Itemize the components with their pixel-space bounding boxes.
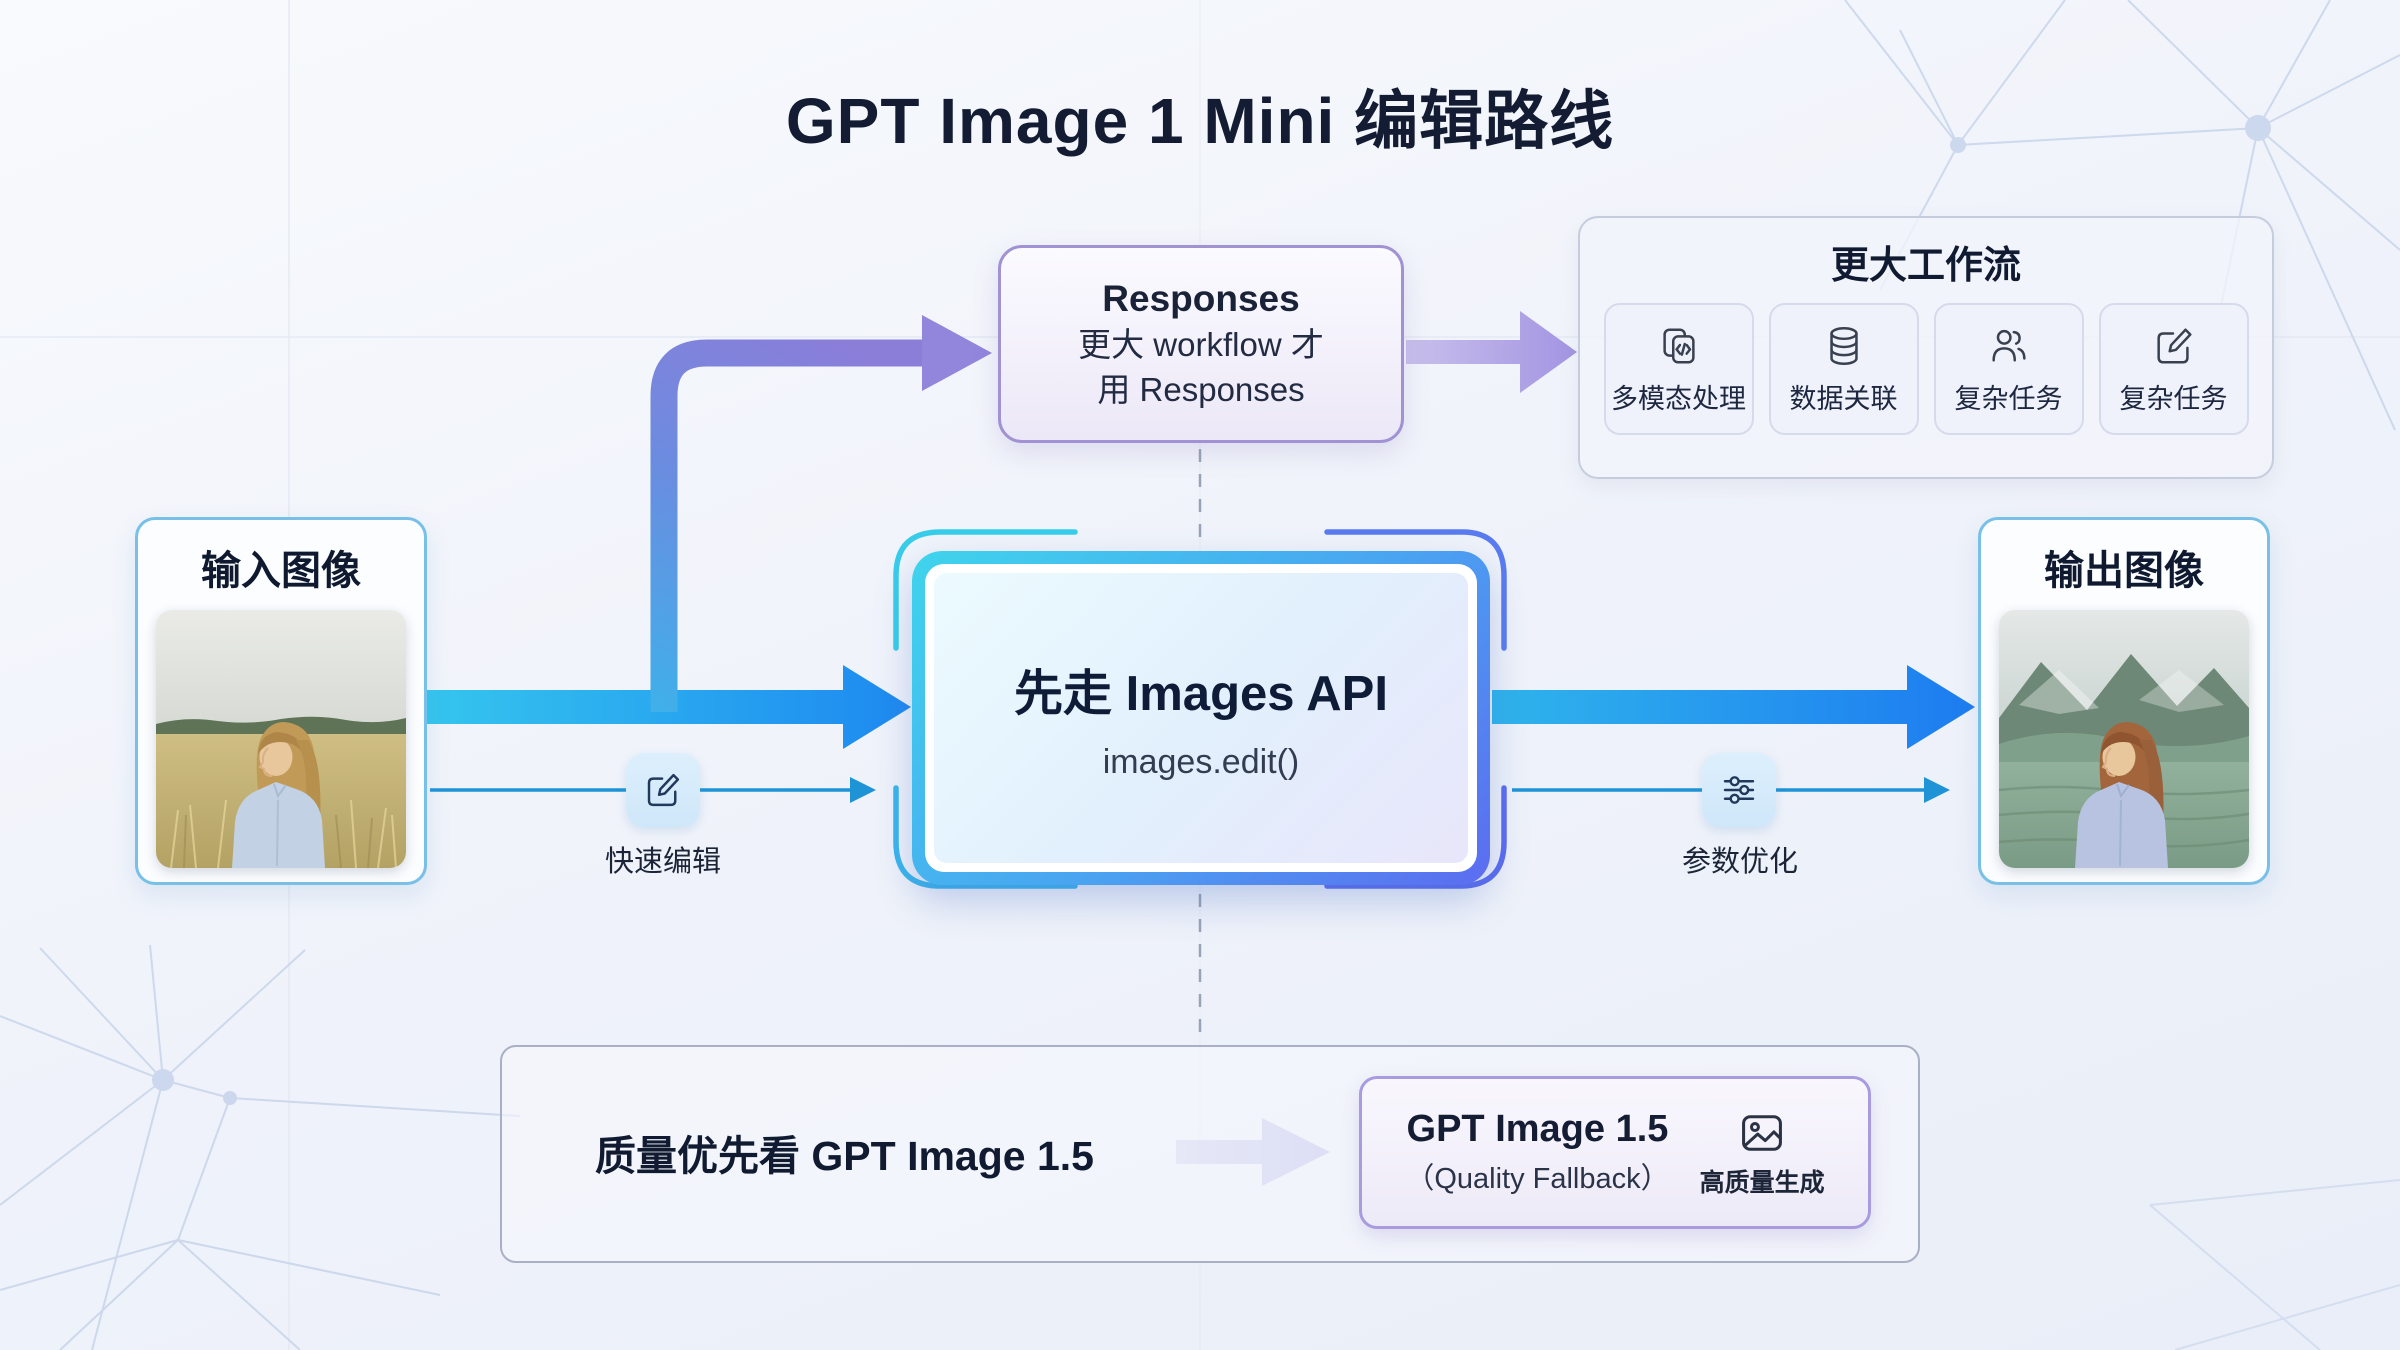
gpt-image-15-subtitle: （Quality Fallback） [1405, 1163, 1670, 1195]
wheat-field-portrait [156, 610, 406, 868]
responses-title: Responses [1102, 278, 1300, 319]
gpt-image-15-text: GPT Image 1.5 （Quality Fallback） [1405, 1108, 1669, 1197]
responses-to-workflow-arrow [1406, 311, 1577, 393]
image-icon [1742, 1114, 1783, 1151]
workflow-tile-complex-1: 复杂任务 [1933, 303, 2084, 435]
images-api-title: 先走 Images API [1014, 667, 1388, 721]
param-opt-label: 参数优化 [1681, 846, 1798, 878]
workflow-tiles: 多模态处理 数据关联 复杂任务 [1603, 303, 2249, 435]
gpt-image-15-title: GPT Image 1.5 [1406, 1108, 1669, 1150]
mountain-field-portrait [1999, 610, 2249, 868]
gpt-image-15-box: GPT Image 1.5 （Quality Fallback） 高质量生成 [1359, 1076, 1871, 1229]
api-corner-brackets [893, 529, 1507, 889]
responses-box: Responses 更大 workflow 才 用 Responses [998, 245, 1404, 443]
images-api-code: images.edit() [1102, 743, 1300, 781]
page-title: GPT Image 1 Mini 编辑路线 [785, 85, 1615, 157]
fallback-text: 质量优先看 GPT Image 1.5 [595, 1133, 1094, 1179]
plexus-bottom-right [2149, 1179, 2400, 1350]
edit-square-icon [2156, 327, 2192, 364]
images-api-inner-ring: 先走 Images API images.edit() [925, 564, 1477, 872]
responses-line1: 更大 workflow 才 [1078, 326, 1324, 363]
workflow-tile-label: 多模态处理 [1611, 383, 1746, 414]
output-box-title: 输出图像 [2044, 549, 2204, 593]
fast-edit-tile [626, 753, 700, 827]
output-image-box: 输出图像 [1978, 517, 2270, 885]
responses-line2: 用 Responses [1097, 371, 1305, 408]
images-api-content: 先走 Images API images.edit() [934, 573, 1468, 863]
param-opt-tile [1702, 753, 1776, 827]
workflow-tile-label: 数据关联 [1789, 383, 1898, 414]
high-quality-badge: 高质量生成 [1699, 1168, 1825, 1197]
workflow-tile-data: 数据关联 [1768, 303, 1919, 435]
api-to-output-arrow [1492, 665, 1975, 749]
input-photo [156, 610, 406, 868]
database-icon [1829, 326, 1858, 365]
edit-square-icon [647, 773, 680, 807]
gpt-image-15-quality: 高质量生成 [1700, 1107, 1825, 1199]
workflow-tile-label: 复杂任务 [2119, 383, 2228, 414]
workflow-box: 更大工作流 多模态处理 数据关联 [1578, 216, 2274, 479]
input-box-title: 输入图像 [201, 549, 361, 593]
sliders-icon [1723, 776, 1755, 804]
output-photo [1999, 610, 2249, 868]
workflow-tile-complex-2: 复杂任务 [2098, 303, 2249, 435]
images-api-box: 先走 Images API images.edit() [912, 551, 1490, 885]
workflow-tile-label: 复杂任务 [1954, 383, 2063, 414]
fast-edit-label: 快速编辑 [604, 846, 721, 878]
plexus-bottom-left [0, 944, 521, 1350]
workflow-title: 更大工作流 [1830, 245, 2021, 287]
workflow-tile-multimodal: 多模态处理 [1603, 303, 1754, 435]
branch-to-responses-arrow [650, 315, 992, 712]
users-icon [1991, 329, 2026, 362]
layers-code-icon [1662, 327, 1695, 364]
input-image-box: 输入图像 [135, 517, 427, 885]
